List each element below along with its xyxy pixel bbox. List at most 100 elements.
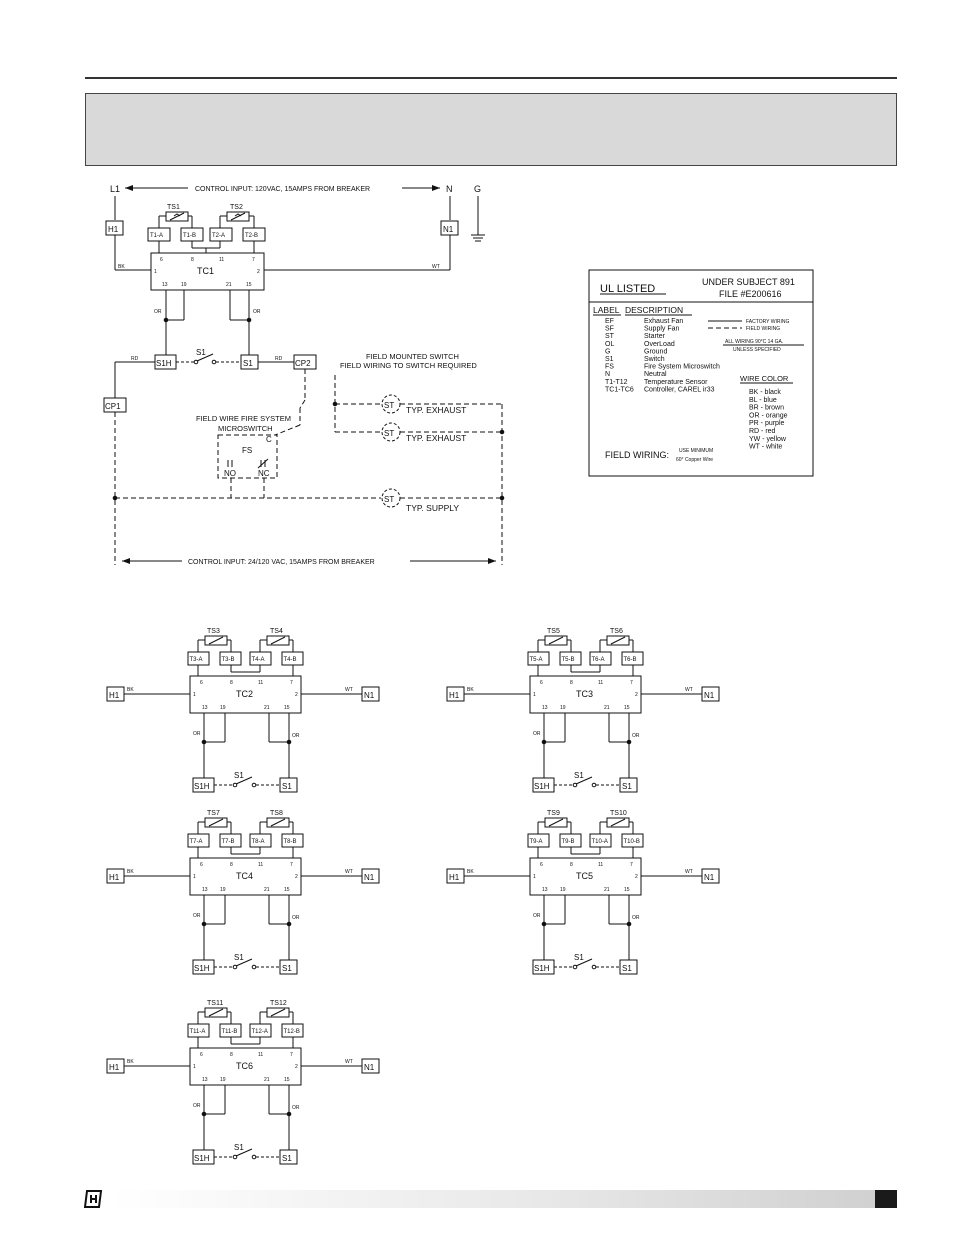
sensor-terminal-label: T4-A — [252, 657, 265, 663]
label: 11 — [598, 680, 603, 686]
typ-supply-label: TYP. SUPPLY — [406, 503, 459, 513]
label: 15 — [284, 705, 290, 711]
label: 13 — [542, 887, 548, 893]
label: 2 — [295, 1064, 298, 1070]
label: 15 — [624, 705, 630, 711]
legend-label-header: LABEL — [593, 305, 620, 315]
ts-label: TS12 — [270, 1000, 287, 1007]
label: 8 — [230, 862, 233, 868]
ts-label: TS7 — [207, 810, 220, 817]
fs-nc-label: NC — [258, 469, 270, 478]
n1-label: N1 — [364, 691, 375, 700]
footer-bar — [110, 1190, 896, 1208]
s1h-label: S1H — [194, 782, 210, 791]
svg-text:8: 8 — [191, 257, 194, 263]
label: 21 — [264, 887, 270, 893]
or-label: OR — [292, 915, 300, 921]
label: 13 — [202, 887, 208, 893]
tc1-controller — [150, 252, 265, 291]
svg-text:FACTORY WIRING: FACTORY WIRING — [746, 319, 789, 325]
n1-label: N1 — [364, 1063, 375, 1072]
label: 21 — [604, 705, 610, 711]
legend-row-desc: Temperature Sensor — [644, 379, 708, 386]
legend-row-label: SF — [605, 326, 614, 333]
st-supply — [381, 488, 401, 508]
s1h-label: S1H — [156, 359, 172, 368]
ts-label: TS8 — [270, 810, 283, 817]
label: 15 — [284, 887, 290, 893]
bk-label: BK — [118, 264, 125, 270]
or-label: OR — [193, 913, 201, 919]
svg-text:RD: RD — [131, 356, 139, 362]
legend-desc-header: DESCRIPTION — [625, 305, 683, 315]
wire-color-item: RD - red — [749, 428, 776, 435]
label: 2 — [635, 874, 638, 880]
controller-box — [189, 675, 302, 714]
sensor-terminal-label: T6-A — [592, 657, 605, 663]
s1-switch-label: S1 — [234, 771, 244, 780]
h1-label: H1 — [449, 691, 460, 700]
svg-text:FIELD WIRING: FIELD WIRING — [746, 326, 780, 332]
control-input-label: CONTROL INPUT: 120VAC, 15AMPS FROM BREAK… — [195, 186, 370, 193]
fs-c-label: C — [266, 435, 272, 444]
ts-label: TS6 — [610, 628, 623, 635]
ts-label: TS10 — [610, 810, 627, 817]
svg-text:21: 21 — [226, 282, 232, 288]
page-tab — [875, 1190, 897, 1208]
label: 7 — [290, 680, 293, 686]
all-wiring-label: ALL WIRING 90°C 14 GA. — [725, 339, 783, 345]
typ-exhaust-label-2: TYP. EXHAUST — [406, 433, 466, 443]
ts-label: TS3 — [207, 628, 220, 635]
svg-text:ST: ST — [384, 429, 394, 438]
wire-color-item: YW - yellow — [749, 436, 787, 443]
label: 2 — [295, 692, 298, 698]
legend-row-desc: Starter — [644, 333, 666, 340]
wt-label: WT — [685, 869, 693, 875]
h1-label: H1 — [108, 225, 119, 234]
s1-label: S1 — [622, 964, 632, 973]
svg-text:RD: RD — [275, 356, 283, 362]
main-diagram: L1 N G CONTROL INPUT: 120VAC, 15AMPS FRO… — [103, 184, 505, 566]
s1-label: S1 — [282, 1154, 292, 1163]
s1-switch-label: S1 — [574, 953, 584, 962]
s1-switch-label: S1 — [574, 771, 584, 780]
sensor-terminal-label: T10-A — [592, 839, 608, 845]
legend-row-label: TC1-TC6 — [605, 386, 634, 393]
legend-row-label: T1-T12 — [605, 379, 628, 386]
svg-text:OR: OR — [154, 309, 162, 315]
svg-text:UNLESS SPECIFIED: UNLESS SPECIFIED — [733, 347, 781, 353]
wire-color-item: PR - purple — [749, 420, 785, 427]
controller-box — [189, 857, 302, 896]
label: 1 — [533, 692, 536, 698]
s1-terminal — [619, 959, 638, 975]
t1a-label: T1-A — [150, 233, 163, 239]
h1-label: H1 — [109, 873, 120, 882]
legend-row-desc: Neutral — [644, 371, 667, 378]
svg-text:2: 2 — [257, 269, 260, 275]
label: 15 — [624, 887, 630, 893]
bk-label: BK — [467, 687, 474, 693]
label: 6 — [540, 862, 543, 868]
st-exhaust-1 — [381, 394, 401, 414]
svg-text:13: 13 — [162, 282, 168, 288]
svg-text:15: 15 — [246, 282, 252, 288]
wt-label: WT — [432, 264, 440, 270]
legend-row-desc: OverLoad — [644, 341, 675, 348]
or-label: OR — [533, 731, 541, 737]
wt-label: WT — [685, 687, 693, 693]
ts-label: TS9 — [547, 810, 560, 817]
sensor-terminal-label: T7-B — [222, 839, 235, 845]
wire-color-item: OR - orange — [749, 412, 788, 419]
g-label: G — [474, 184, 481, 194]
label: 7 — [290, 862, 293, 868]
bk-label: BK — [467, 869, 474, 875]
sensor-terminal-label: T6-B — [624, 657, 637, 663]
label: 7 — [630, 862, 633, 868]
bk-label: BK — [127, 687, 134, 693]
fire-system-label-1: FIELD WIRE FIRE SYSTEM — [196, 414, 291, 423]
